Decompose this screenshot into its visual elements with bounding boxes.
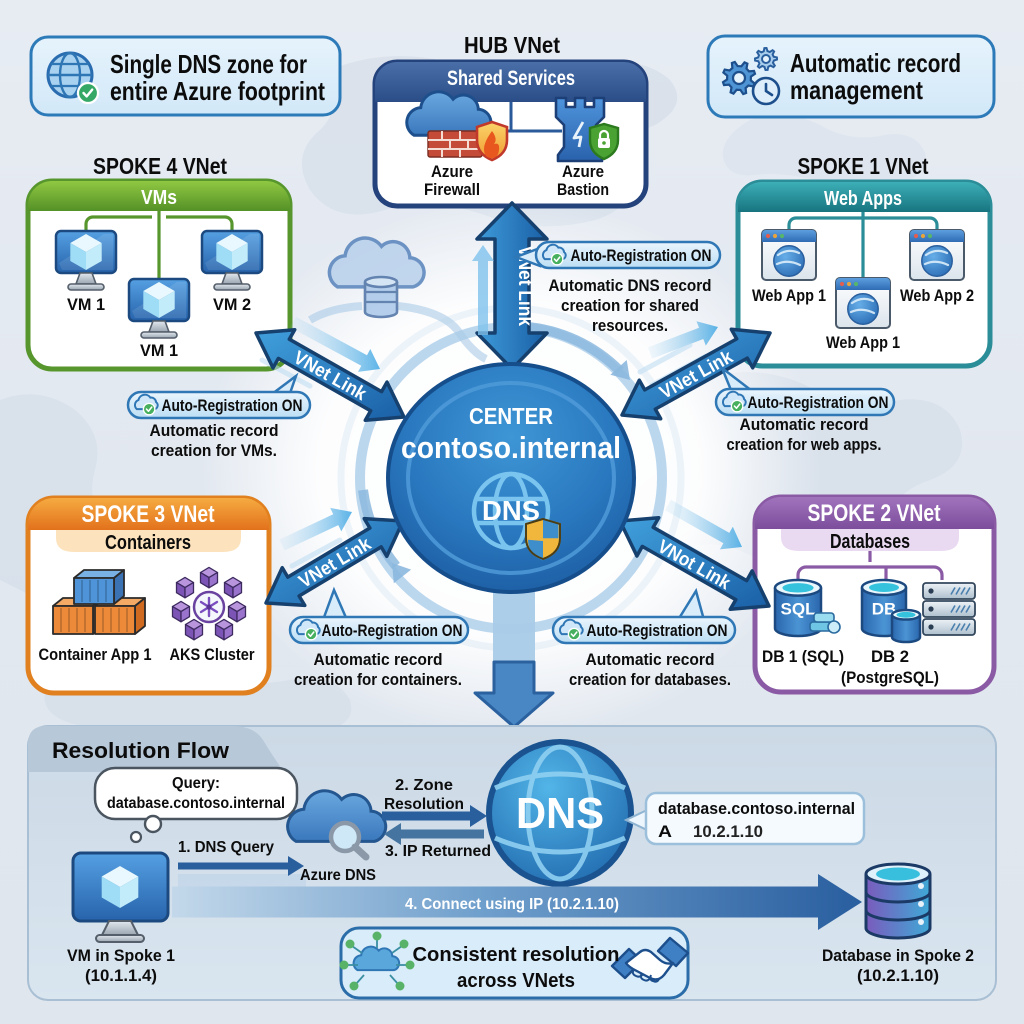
svg-text:Web App 1: Web App 1 — [826, 333, 900, 352]
svg-text:Automatic record: Automatic record — [740, 415, 869, 434]
svg-text:Single DNS zone for: Single DNS zone for — [110, 49, 307, 79]
svg-text:VM 1: VM 1 — [140, 341, 178, 360]
svg-text:Auto-Registration ON: Auto-Registration ON — [162, 396, 303, 415]
svg-text:10.2.1.10: 10.2.1.10 — [693, 822, 763, 841]
svg-text:contoso.internal: contoso.internal — [401, 430, 621, 465]
svg-text:database.contoso.internal: database.contoso.internal — [107, 795, 285, 812]
svg-text:Resolution: Resolution — [384, 796, 464, 813]
svg-text:creation for databases.: creation for databases. — [569, 670, 731, 689]
svg-text:Automatic record: Automatic record — [790, 48, 961, 78]
svg-text:Automatic DNS record: Automatic DNS record — [549, 276, 712, 295]
svg-text:Web App 1: Web App 1 — [752, 286, 826, 305]
svg-text:(10.2.1.10): (10.2.1.10) — [857, 966, 939, 985]
svg-text:Container App 1: Container App 1 — [39, 645, 152, 664]
svg-text:creation for shared: creation for shared — [561, 296, 699, 315]
svg-text:resources.: resources. — [592, 316, 668, 335]
svg-text:DNS: DNS — [516, 789, 604, 838]
svg-text:Automatic record: Automatic record — [314, 650, 443, 669]
svg-text:4. Connect using IP (10.2.1.10: 4. Connect using IP (10.2.1.10) — [405, 896, 619, 913]
svg-text:Web App 2: Web App 2 — [900, 286, 974, 305]
svg-text:Automatic record: Automatic record — [586, 650, 715, 669]
svg-text:A: A — [658, 822, 672, 841]
svg-text:SQL: SQL — [781, 600, 816, 619]
svg-text:DNS: DNS — [482, 495, 540, 526]
svg-text:Containers: Containers — [105, 532, 191, 554]
svg-text:Shared Services: Shared Services — [447, 67, 575, 90]
svg-text:creation for VMs.: creation for VMs. — [151, 441, 277, 460]
svg-text:VM 1: VM 1 — [67, 295, 105, 314]
svg-text:VNet Link: VNet Link — [514, 246, 535, 326]
svg-text:Auto-Registration ON: Auto-Registration ON — [571, 246, 712, 265]
svg-text:CENTER: CENTER — [469, 403, 553, 429]
svg-text:1. DNS Query: 1. DNS Query — [178, 839, 274, 856]
svg-text:Auto-Registration ON: Auto-Registration ON — [322, 621, 463, 640]
svg-text:3. IP Returned: 3. IP Returned — [385, 843, 491, 860]
svg-text:Query:: Query: — [172, 775, 220, 792]
svg-text:VMs: VMs — [141, 187, 177, 209]
svg-text:Databases: Databases — [830, 531, 910, 553]
svg-text:Auto-Registration ON: Auto-Registration ON — [587, 621, 728, 640]
svg-text:HUB VNet: HUB VNet — [464, 32, 560, 58]
svg-text:Database in Spoke 2: Database in Spoke 2 — [822, 946, 974, 965]
svg-text:creation for web apps.: creation for web apps. — [727, 435, 882, 454]
svg-text:Consistent resolution: Consistent resolution — [413, 944, 620, 966]
svg-text:Azure: Azure — [562, 162, 604, 181]
svg-text:2. Zone: 2. Zone — [395, 777, 453, 794]
svg-text:Bastion: Bastion — [557, 180, 609, 199]
svg-text:SPOKE 2 VNet: SPOKE 2 VNet — [808, 500, 941, 527]
svg-text:database.contoso.internal: database.contoso.internal — [658, 799, 855, 818]
svg-text:across VNets: across VNets — [457, 970, 575, 992]
svg-text:entire Azure footprint: entire Azure footprint — [110, 76, 325, 106]
svg-text:VM 2: VM 2 — [213, 295, 251, 314]
svg-text:Auto-Registration ON: Auto-Registration ON — [748, 393, 889, 412]
svg-text:SPOKE 4 VNet: SPOKE 4 VNet — [93, 153, 227, 179]
svg-text:SPOKE 1 VNet: SPOKE 1 VNet — [798, 153, 929, 179]
svg-text:DB 2: DB 2 — [871, 647, 909, 666]
svg-text:Resolution Flow: Resolution Flow — [52, 738, 230, 763]
svg-text:AKS Cluster: AKS Cluster — [170, 645, 255, 664]
svg-text:Azure: Azure — [431, 162, 473, 181]
svg-text:Automatic record: Automatic record — [150, 421, 279, 440]
svg-text:VM in Spoke 1: VM in Spoke 1 — [67, 946, 175, 965]
svg-text:(10.1.1.4): (10.1.1.4) — [85, 966, 157, 985]
svg-text:Azure DNS: Azure DNS — [300, 867, 376, 884]
svg-text:SPOKE 3 VNet: SPOKE 3 VNet — [82, 501, 215, 528]
svg-text:DB 1 (SQL): DB 1 (SQL) — [762, 647, 844, 666]
svg-text:Web Apps: Web Apps — [824, 188, 902, 210]
svg-text:management: management — [790, 75, 923, 105]
svg-text:(PostgreSQL): (PostgreSQL) — [841, 668, 939, 687]
svg-text:Firewall: Firewall — [424, 180, 480, 199]
svg-text:creation for containers.: creation for containers. — [294, 670, 462, 689]
svg-text:DB: DB — [872, 600, 897, 619]
